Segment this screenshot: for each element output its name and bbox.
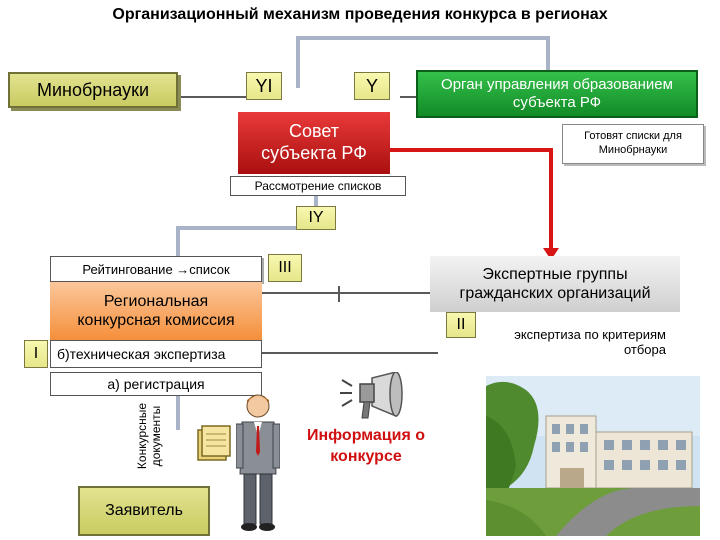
school-photo	[486, 376, 700, 536]
connector-line	[338, 286, 340, 302]
b-expertiza-box: б)техническая экспертиза	[50, 340, 262, 368]
komissiya-label: Региональная конкурсная комиссия	[77, 292, 235, 329]
step-5-badge: Y	[354, 72, 390, 100]
organ-box: Орган управления образованием субъекта Р…	[416, 70, 698, 118]
gotovyat-note: Готовят списки для Минобрнауки	[562, 124, 704, 164]
connector-line	[176, 226, 180, 258]
connector-line	[296, 36, 548, 40]
rassmotrenie-box: Рассмотрение списков	[230, 176, 406, 196]
page-title: Организационный механизм проведения конк…	[112, 6, 608, 23]
connector-line	[400, 96, 424, 98]
informaciya-text: Информация о конкурсе	[306, 427, 426, 465]
person-icon	[236, 394, 280, 531]
step-3-badge: III	[268, 254, 302, 282]
connector-line	[314, 196, 318, 210]
a-registraciya-box: а) регистрация	[50, 372, 262, 396]
step-4-badge: IY	[296, 206, 336, 230]
rassmotrenie-label: Рассмотрение списков	[254, 179, 382, 193]
step-1-label: I	[33, 345, 39, 362]
zayavitel-box: Заявитель	[78, 486, 210, 536]
connector-line	[549, 148, 553, 248]
konkursnye-label: Конкурсные документы	[135, 402, 163, 470]
connector-line	[176, 226, 300, 230]
step-3-label: III	[278, 259, 292, 276]
b-expertiza-label: б)техническая экспертиза	[57, 346, 226, 362]
expertiza-kriterii-label: экспертиза по критериям отбора	[514, 327, 666, 357]
connector-line	[260, 292, 430, 294]
step-4-label: IY	[308, 209, 324, 226]
connector-line	[296, 36, 300, 88]
connector-line	[390, 148, 552, 152]
reiting-box: Рейтингование →список	[50, 256, 262, 282]
step-6-badge: YI	[246, 72, 282, 100]
sovet-label: Совет субъекта РФ	[261, 121, 367, 163]
komissiya-box: Региональная конкурсная комиссия	[50, 282, 262, 340]
reiting-label: Рейтингование →список	[82, 261, 230, 277]
connector-line	[546, 36, 550, 70]
a-registraciya-label: а) регистрация	[107, 376, 205, 392]
megaphone-icon	[340, 372, 403, 419]
step-2-label: II	[456, 316, 466, 333]
folder-icon	[197, 425, 231, 461]
step-6-label: YI	[255, 75, 273, 96]
organ-label: Орган управления образованием субъекта Р…	[441, 76, 673, 111]
connector-line	[262, 352, 438, 354]
step-5-label: Y	[365, 75, 378, 96]
connector-line	[176, 394, 180, 430]
expert-groups-box: Экспертные группы гражданских организаци…	[430, 256, 680, 312]
minobrnauki-label: Минобрнауки	[37, 79, 149, 100]
step-1-badge: I	[24, 340, 48, 368]
zayavitel-label: Заявитель	[105, 502, 183, 519]
sovet-box: Совет субъекта РФ	[238, 112, 390, 174]
expertiza-kriterii-box: экспертиза по критериям отбора	[476, 322, 666, 362]
expert-groups-label: Экспертные группы гражданских организаци…	[459, 265, 651, 302]
step-2-badge: II	[446, 312, 476, 338]
konkursnye-label-wrap: Конкурсные документы	[128, 396, 172, 476]
connector-line	[172, 96, 248, 98]
minobrnauki-box: Минобрнауки	[8, 72, 178, 108]
gotovyat-label: Готовят списки для Минобрнауки	[584, 130, 682, 156]
